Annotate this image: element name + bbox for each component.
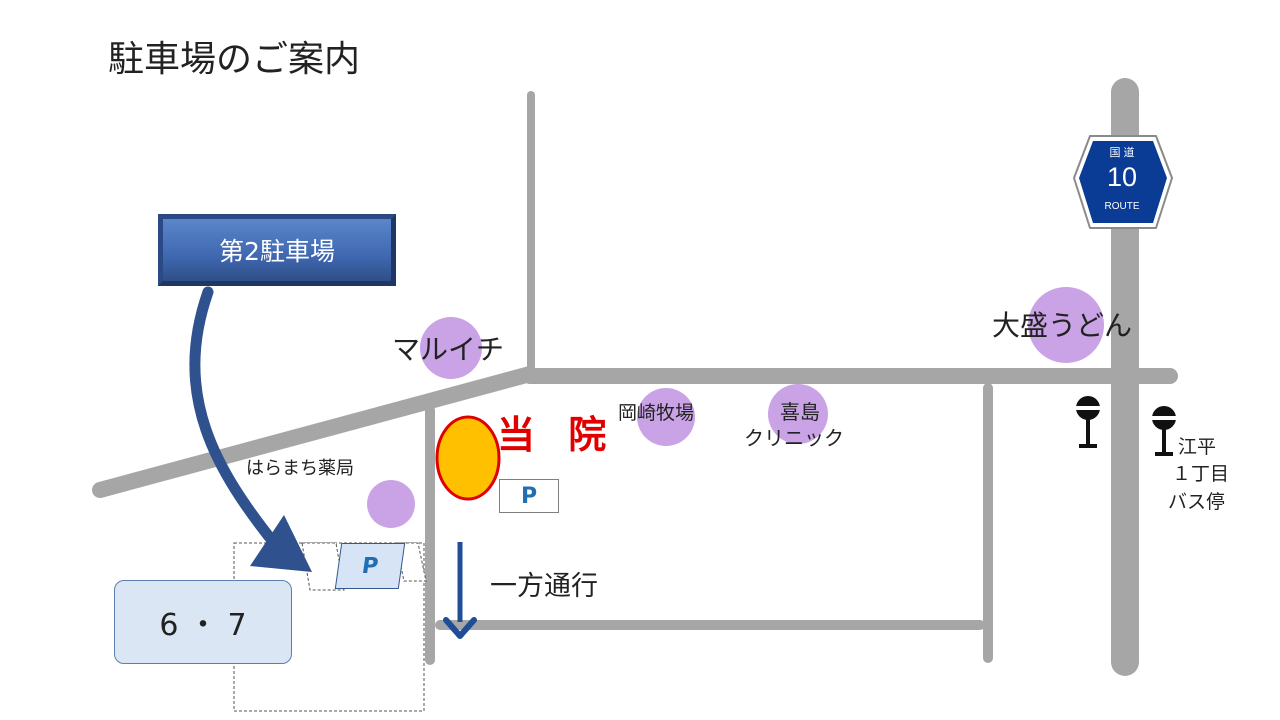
roads — [92, 78, 1178, 676]
bus-stop-icon-2 — [1152, 406, 1176, 456]
hospital-label: 当 院 — [497, 413, 617, 457]
bus-stop-icon — [1076, 396, 1100, 448]
parking-space-left — [301, 542, 345, 591]
kijima-label-line1: 喜島 — [780, 400, 820, 424]
page-title: 駐車場のご案内 — [108, 39, 361, 80]
kijima-label-line2: クリニック — [744, 426, 844, 450]
one-way-label: 一方通行 — [490, 571, 598, 602]
parking-spaces-box: 6 ・ 7 — [114, 580, 292, 664]
udon-label: 大盛うどん — [992, 309, 1133, 342]
udon-marker — [1028, 287, 1104, 363]
haramachi-pharmacy-marker — [367, 480, 415, 528]
maruichi-label: マルイチ — [392, 333, 505, 366]
bus-stop-label-line2: １丁目 — [1172, 463, 1230, 485]
road-diagonal — [92, 366, 538, 498]
bus-stop-label-line1: 江平 — [1178, 436, 1217, 458]
landmark-markers — [367, 287, 1104, 528]
bus-stop-label-line3: バス停 — [1168, 491, 1226, 513]
hospital-marker — [435, 415, 501, 501]
lot-parking-sign: P — [334, 543, 406, 589]
haramachi-pharmacy-label: はらまち薬局 — [246, 458, 354, 479]
route-10-sign-icon: 国 道 10 ROUTE — [1073, 135, 1173, 229]
route-sign-bottom-text: ROUTE — [1105, 201, 1140, 212]
okazaki-farm-marker — [637, 388, 695, 446]
one-way-arrow-head — [443, 617, 477, 639]
hospital-parking-sign: P — [499, 479, 559, 513]
kijima-clinic-marker — [768, 384, 828, 444]
route-sign-top-text: 国 道 — [1109, 145, 1134, 159]
second-parking-banner: 第2駐車場 — [158, 214, 396, 286]
okazaki-farm-label: 岡崎牧場 — [618, 402, 695, 424]
maruichi-marker — [420, 317, 482, 379]
route-sign-number: 10 — [1107, 162, 1137, 192]
direction-arrow-head — [250, 515, 312, 572]
direction-arrow-shaft — [189, 286, 284, 554]
